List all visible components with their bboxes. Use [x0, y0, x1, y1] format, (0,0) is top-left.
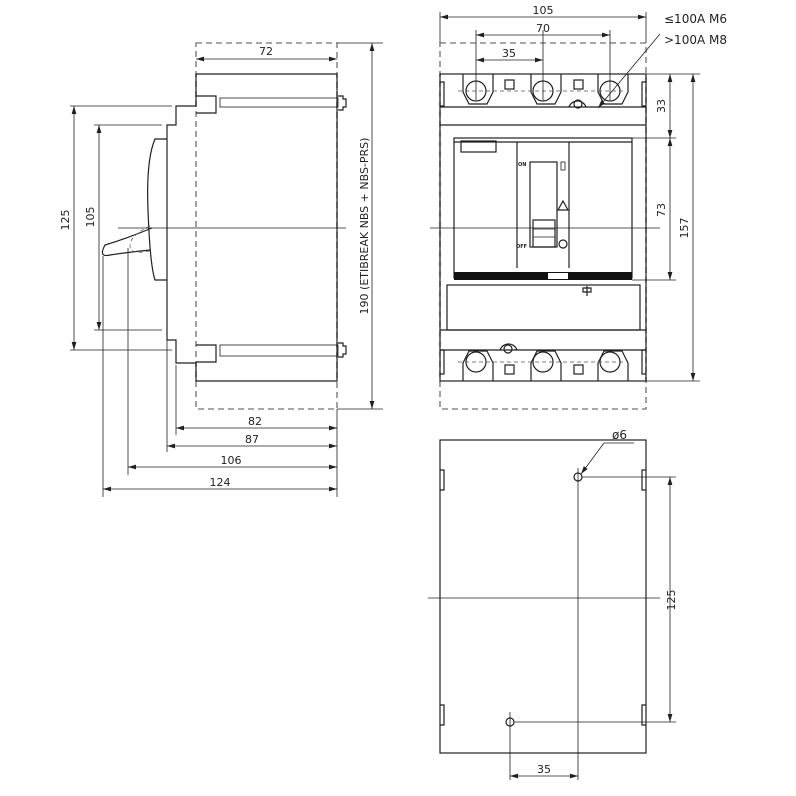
top-terminal-screw	[219, 97, 339, 108]
switch-off-label: OFF	[516, 244, 527, 250]
bottom-terminal-screw	[219, 344, 339, 357]
dim-72: 72	[259, 45, 273, 58]
lower-cover	[446, 284, 641, 331]
lock-tab	[582, 286, 592, 296]
bottom-screw-head	[338, 342, 347, 358]
top-terminal-block	[196, 95, 217, 114]
side-view: 72 190 (ETIBREAK NBS + NBS-PRS) 125 105 …	[59, 42, 383, 497]
rating-band	[454, 272, 632, 280]
top-screw-head	[338, 95, 347, 111]
test-button	[558, 239, 568, 249]
mounting-view: 125 35 ø6	[428, 428, 678, 780]
dim-33: 33	[655, 99, 668, 113]
indicator-window	[560, 161, 566, 171]
dim-105: 105	[84, 207, 97, 228]
warning-triangle-icon	[556, 199, 570, 211]
dim-105-front: 105	[533, 4, 554, 17]
dim-125-mount: 125	[665, 590, 678, 611]
hole-leader	[580, 442, 605, 475]
switch-toggle[interactable]	[532, 219, 556, 248]
rating-label	[548, 273, 568, 279]
dim-124: 124	[210, 476, 231, 489]
dim-157: 157	[678, 218, 691, 239]
dim-190: 190 (ETIBREAK NBS + NBS-PRS)	[358, 138, 371, 315]
front-view: ON OFF 105 70 35 ≤100A M6 >100A M8 33 73…	[430, 4, 727, 410]
bottom-terminals	[458, 343, 629, 381]
dim-87: 87	[245, 433, 259, 446]
dim-73: 73	[655, 203, 668, 217]
side-body-outline	[166, 73, 338, 382]
switch-on-label: ON	[518, 162, 526, 168]
terminal-note-m8: >100A M8	[664, 33, 727, 47]
front-body-outline	[439, 73, 647, 382]
dim-35-front: 35	[502, 47, 516, 60]
terminal-leader	[597, 33, 661, 109]
mounting-plate	[439, 439, 647, 754]
terminal-note-m6: ≤100A M6	[664, 12, 727, 26]
dim-35-mount: 35	[537, 763, 551, 776]
dim-hole-diameter: ø6	[612, 428, 627, 442]
dim-70: 70	[536, 22, 550, 35]
switch-slot	[529, 161, 558, 248]
front-cover	[453, 137, 633, 279]
handle-lever-alt-position	[129, 225, 151, 253]
handle-lever	[101, 227, 153, 257]
handle-cover	[147, 138, 167, 281]
dim-125: 125	[59, 210, 72, 231]
dim-106: 106	[221, 454, 242, 467]
label-plate	[460, 140, 497, 153]
dim-82: 82	[248, 415, 262, 428]
bottom-terminal-block	[196, 344, 217, 363]
